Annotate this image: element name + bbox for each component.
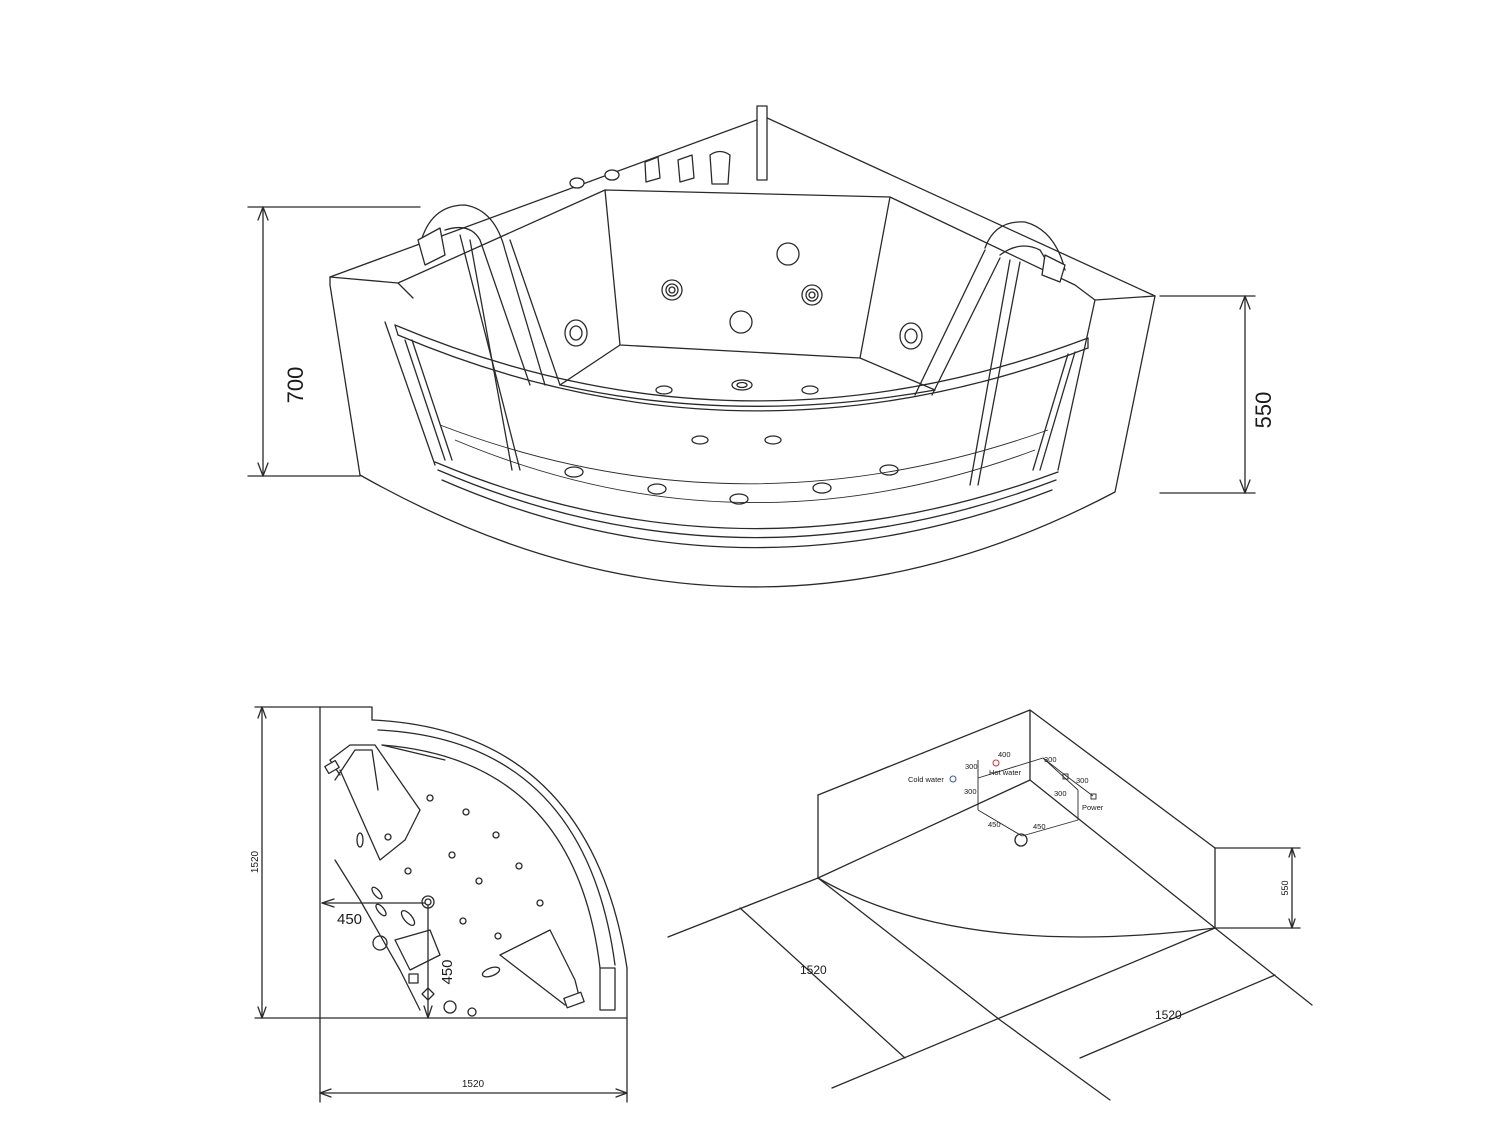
hot-water-label: Hot water [989,768,1022,777]
dim-300-d-label: 300 [1076,776,1089,785]
dim-450-left-label: 450 [988,820,1001,829]
power-label: Power [1082,803,1104,812]
installation-view: Cold water Hot water Power 400 300 300 3… [667,709,1313,1101]
height-skirt-label: 550 [1251,392,1276,429]
install-side-b-label: 1520 [1155,1008,1182,1022]
drain-y-label: 450 [439,959,456,984]
dim-300-b-label: 300 [1044,755,1057,764]
dim-400-label: 400 [998,750,1011,759]
perspective-view: 700 550 [247,105,1276,588]
dim-450-right-label: 450 [1033,822,1046,831]
drain-x-label: 450 [337,911,362,928]
cold-water-label: Cold water [908,775,944,784]
install-side-a-label: 1520 [800,963,827,977]
dim-300-e-label: 300 [1054,789,1067,798]
dim-300-a-label: 300 [965,762,978,771]
dim-300-c-label: 300 [964,787,977,796]
height-total-label: 700 [283,367,308,404]
plan-width-label: 1520 [462,1079,485,1090]
hot-water-marker [992,759,1000,767]
plan-view: 450 450 1520 1520 [250,706,628,1103]
install-height-label: 550 [1280,880,1290,895]
plan-depth-label: 1520 [250,850,261,873]
cold-water-marker [949,775,957,783]
